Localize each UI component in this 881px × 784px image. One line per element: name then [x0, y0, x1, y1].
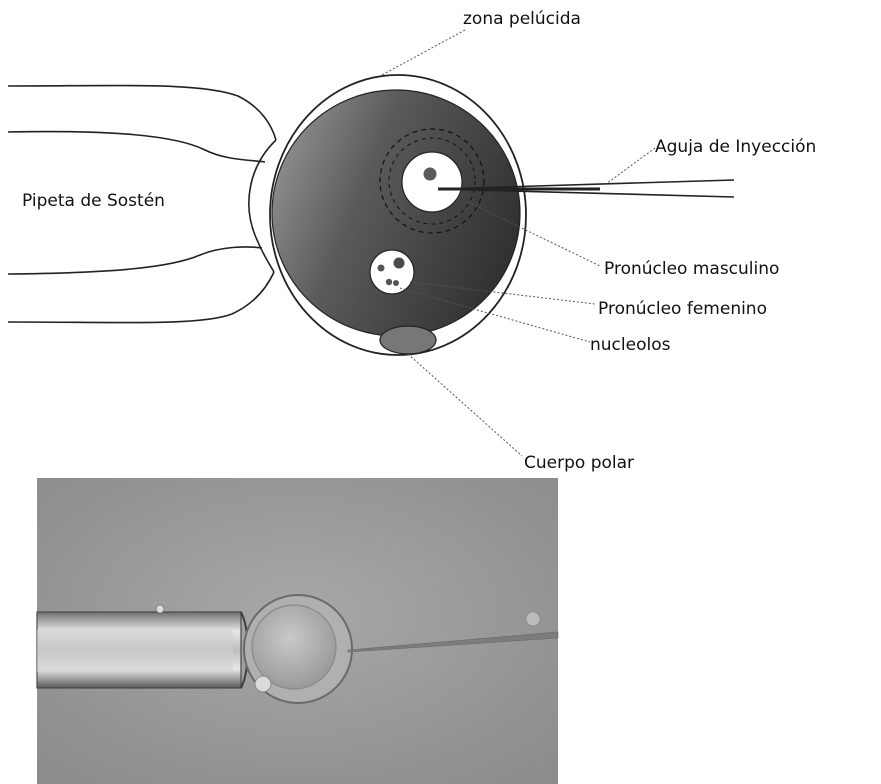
female-pronucleus	[369, 249, 415, 295]
female-nucleolus-4	[393, 280, 399, 286]
micrograph	[36, 478, 559, 784]
pipette-tip	[248, 139, 277, 273]
male-pronucleus	[401, 151, 463, 213]
label-pipeta-sosten: Pipeta de Sostén	[22, 191, 165, 211]
leader-aguja	[605, 147, 656, 185]
zygote	[269, 74, 527, 356]
cytoplasm	[271, 89, 521, 337]
label-cuerpo-polar: Cuerpo polar	[524, 453, 634, 473]
leader-male	[467, 201, 601, 267]
holding-pipette	[7, 84, 277, 324]
leader-nucleolos	[399, 287, 591, 343]
leader-zona	[379, 29, 466, 77]
label-nucleolos: nucleolos	[590, 335, 671, 355]
pipette-inner-bottom	[7, 246, 263, 275]
male-pronucleus-halo	[379, 128, 485, 234]
label-zona-pelucida: zona pelúcida	[463, 9, 581, 29]
female-nucleolus-2	[377, 264, 385, 272]
female-nucleolus-1	[393, 257, 405, 269]
polar-body	[379, 325, 437, 355]
pipette-inner-top	[7, 130, 266, 163]
male-pronucleus-nucleolus	[423, 167, 437, 181]
micrograph-egg	[251, 604, 337, 690]
male-pronucleus-halo-inner	[388, 137, 476, 225]
pipette-outer-bottom	[7, 271, 275, 324]
label-pronucleo-femenino: Pronúcleo femenino	[598, 299, 767, 319]
micrograph-polar-body	[254, 675, 272, 693]
pipette-outer-top	[7, 84, 277, 141]
label-pronucleo-masculino: Pronúcleo masculino	[604, 259, 779, 279]
leader-polar	[407, 353, 523, 457]
label-aguja-inyeccion: Aguja de Inyección	[655, 137, 816, 157]
female-nucleolus-3	[385, 278, 393, 286]
micrograph-needle	[347, 631, 559, 653]
injection-needle	[437, 179, 735, 198]
leader-female	[409, 281, 596, 305]
leader-lines	[379, 29, 656, 457]
